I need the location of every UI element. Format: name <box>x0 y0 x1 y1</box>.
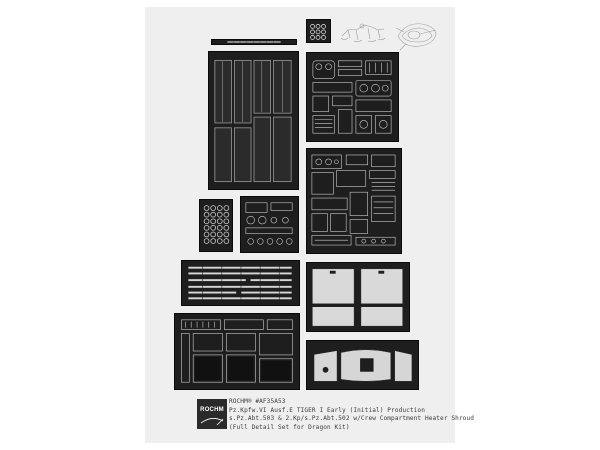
round-parts-graphic <box>310 23 326 40</box>
brand-logo: ROCHM <box>197 399 227 429</box>
tiger-silhouette-icon <box>340 23 386 43</box>
hull-details-graphic <box>311 154 396 246</box>
fret-track-guards <box>181 260 300 306</box>
fret-heater-shroud <box>306 340 419 390</box>
ammo-racks-graphic <box>181 319 293 383</box>
tank-outline-icon <box>395 23 437 51</box>
heater-shroud-graphic <box>313 349 413 382</box>
caption-line-note: (Full Detail Set for Dragon Kit) <box>229 424 350 432</box>
caption-line-product-code: ROCHM® #AF35A53 <box>229 398 286 405</box>
fret-engine-deck <box>306 52 399 142</box>
fret-small-details <box>240 196 299 253</box>
rivet-rings-graphic <box>203 205 230 244</box>
strip-parts-graphic <box>227 41 281 43</box>
storage-boxes-graphic <box>312 268 403 327</box>
fret-storage-boxes <box>306 262 410 332</box>
fender-panels-graphic <box>214 59 292 183</box>
fret-hull-details <box>306 148 402 254</box>
engine-deck-graphic <box>312 60 392 134</box>
logo-text: ROCHM <box>200 407 224 413</box>
small-details-graphic <box>245 202 293 245</box>
product-caption: ROCHM® #AF35A53 Pz.Kpfw.VI Ausf.E TIGER … <box>229 398 474 433</box>
fret-long-strip <box>211 39 297 45</box>
fret-fender-panels <box>208 51 299 190</box>
caption-line-model: Pz.Kpfw.VI Ausf.E TIGER I Early (Initial… <box>229 406 425 414</box>
fret-round-small <box>306 19 331 43</box>
caption-line-unit: s.Pz.Abt.503 & 2.Kp/s.Pz.Abt.502 w/Crew … <box>229 415 474 423</box>
fret-ammo-racks <box>174 313 300 390</box>
track-guards-graphic <box>188 265 292 301</box>
logo-swoosh-icon <box>200 418 224 426</box>
fret-rivets <box>199 199 233 252</box>
